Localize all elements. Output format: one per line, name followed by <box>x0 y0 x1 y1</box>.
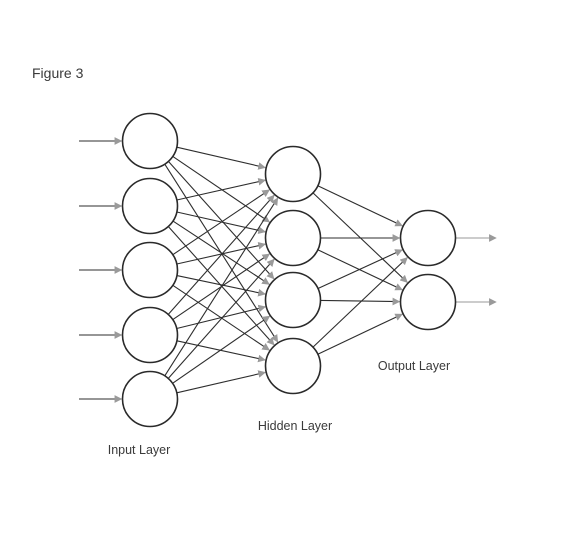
input-neuron-5 <box>121 370 179 428</box>
input-to-hidden-edge <box>167 258 275 379</box>
input-to-hidden-edge <box>167 194 275 315</box>
hidden-to-output-edge <box>317 249 403 289</box>
hidden-neuron-2 <box>264 209 322 267</box>
input-neuron-3 <box>121 241 179 299</box>
input-to-hidden-edge <box>176 304 267 330</box>
input-layer-label: Input Layer <box>108 443 171 457</box>
hidden-to-output-edge <box>312 257 408 348</box>
input-to-hidden-edge <box>176 275 266 297</box>
input-to-hidden-edge <box>172 315 271 384</box>
output-layer-label: Output Layer <box>378 359 450 373</box>
input-neuron-4 <box>121 306 179 364</box>
figure-label: Figure 3 <box>32 65 84 81</box>
io-arrows <box>79 137 497 403</box>
input-to-hidden-edge <box>172 155 271 223</box>
input-neuron-2 <box>121 177 179 235</box>
input-to-hidden-edge <box>167 161 275 280</box>
input-to-hidden-edge <box>176 177 266 201</box>
output-neuron-1 <box>399 209 457 267</box>
input-neuron-1 <box>121 112 179 170</box>
input-to-hidden-edge <box>176 370 266 394</box>
output-neuron-2 <box>399 273 457 331</box>
input-to-hidden-edge <box>164 197 279 377</box>
neurons <box>121 112 457 428</box>
hidden-to-output-edge <box>320 297 401 306</box>
hidden-to-output-edge <box>317 185 403 227</box>
connections <box>164 146 408 394</box>
input-to-hidden-edge <box>176 241 266 265</box>
input-to-hidden-edge <box>176 146 266 170</box>
hidden-to-output-edge <box>317 313 403 355</box>
hidden-neuron-1 <box>264 145 322 203</box>
input-to-hidden-edge <box>172 220 270 285</box>
input-to-hidden-edge <box>172 189 270 256</box>
hidden-layer-label: Hidden Layer <box>258 419 332 433</box>
hidden-neuron-4 <box>264 337 322 395</box>
hidden-neuron-3 <box>264 271 322 329</box>
